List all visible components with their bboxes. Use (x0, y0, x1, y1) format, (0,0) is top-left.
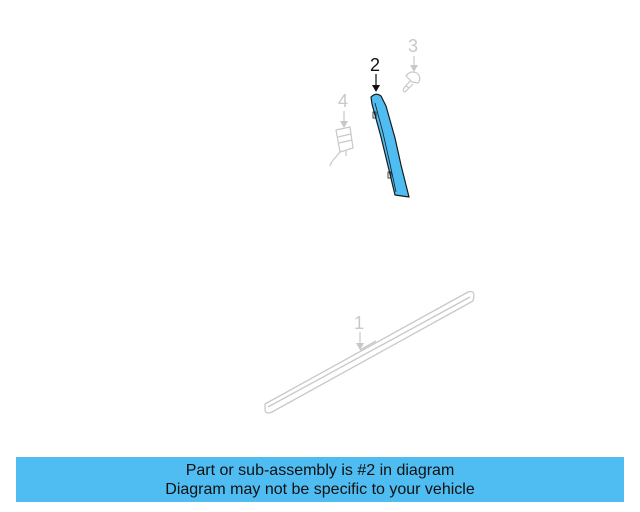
callout-4-label: 4 (338, 91, 348, 111)
banner-part-note: Part or sub-assembly is #2 in diagram (185, 462, 455, 479)
callout-1-label: 1 (354, 313, 364, 333)
part-1-moulding-strip (264, 290, 475, 414)
callout-3: 3 (408, 36, 418, 72)
callout-1: 1 (354, 313, 364, 350)
callout-3-label: 3 (408, 36, 418, 56)
info-banner: Part or sub-assembly is #2 in diagram Di… (16, 457, 624, 502)
part-2-pillar-moulding (370, 93, 410, 198)
banner-disclaimer: Diagram may not be specific to your vehi… (165, 481, 475, 498)
callout-2-label: 2 (370, 55, 380, 75)
part-3-screw (402, 71, 421, 93)
callout-4: 4 (338, 91, 348, 128)
callout-2: 2 (370, 55, 380, 92)
part-4-clip (329, 126, 354, 167)
